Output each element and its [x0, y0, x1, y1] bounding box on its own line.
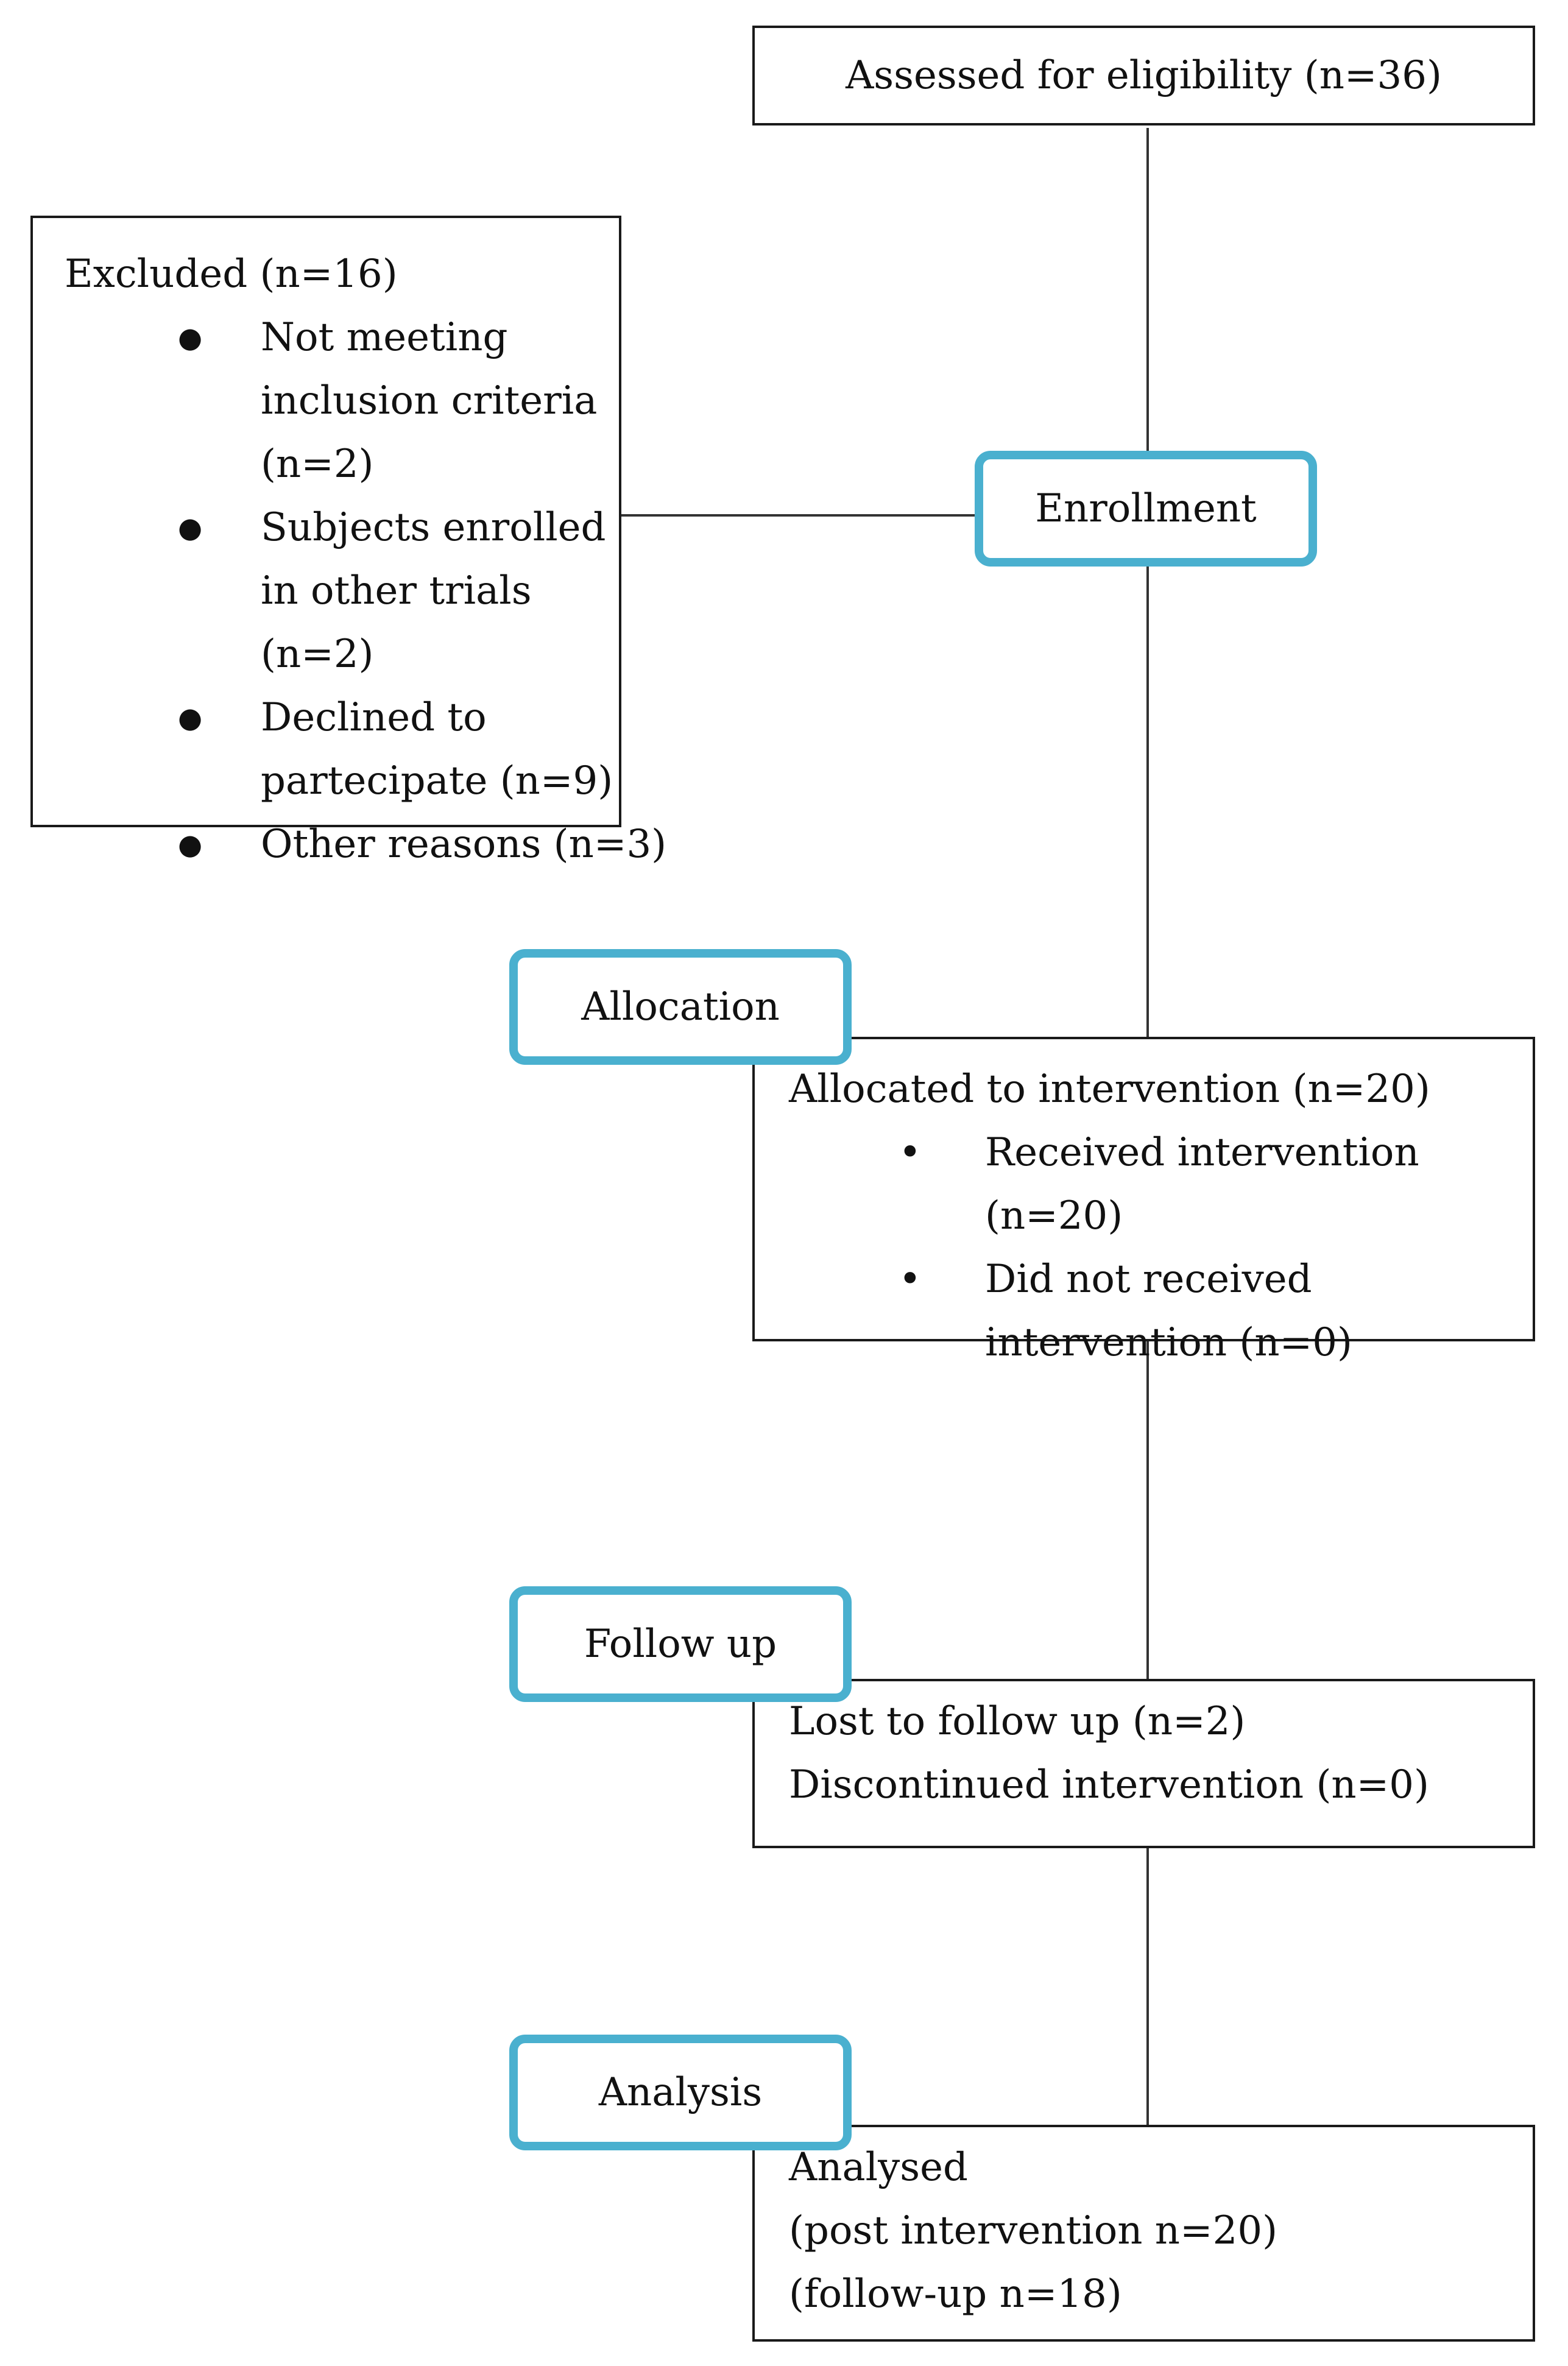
- analysed-line: (post intervention n=20): [789, 2208, 1278, 2253]
- stage-allocation-label: Allocation: [581, 984, 780, 1029]
- stage-enrollment: Enrollment: [975, 451, 1317, 567]
- excluded-reason-item: ● Not meeting inclusion criteria (n=2): [65, 306, 602, 496]
- excluded-box: Excluded (n=16) ● Not meeting inclusion …: [30, 216, 666, 867]
- allocated-title: Allocated to intervention (n=20): [789, 1067, 1430, 1112]
- excluded-reason-item: ● Subjects enrolled in other trials (n=2…: [65, 496, 626, 686]
- bullet-icon: •: [899, 1257, 922, 1302]
- discontinued-intervention: Discontinued intervention (n=0): [789, 1762, 1429, 1807]
- lost-to-follow-up: Lost to follow up (n=2): [789, 1699, 1246, 1744]
- excluded-reason-item: ● Other reasons (n=3): [65, 813, 687, 876]
- analysed-line: Analysed: [789, 2145, 968, 2190]
- stage-analysis: Analysis: [509, 2035, 852, 2150]
- bullet-icon: ●: [178, 828, 203, 861]
- allocated-item: • Did not received intervention (n=0): [789, 1248, 1533, 1374]
- connector-main-top: [1146, 128, 1149, 1037]
- stage-analysis-label: Analysis: [598, 2070, 763, 2115]
- connector-main-bottom: [1146, 1846, 1149, 2126]
- stage-enrollment-label: Enrollment: [1035, 486, 1257, 531]
- allocated-intervention-box: Allocated to intervention (n=20) • Recei…: [752, 1037, 1535, 1365]
- allocated-item: • Received intervention (n=20): [789, 1121, 1533, 1248]
- bullet-icon: ●: [178, 511, 203, 544]
- excluded-title: Excluded (n=16): [65, 252, 398, 297]
- assessed-eligibility-box: Assessed for eligibility (n=36): [752, 26, 1535, 125]
- connector-excluded: [621, 514, 987, 517]
- follow-up-box: Lost to follow up (n=2) Discontinued int…: [752, 1679, 1535, 1848]
- bullet-icon: •: [899, 1130, 922, 1175]
- excluded-reason-item: ● Declined to partecipate (n=9): [65, 686, 626, 813]
- stage-follow-up-label: Follow up: [584, 1622, 777, 1667]
- bullet-icon: ●: [178, 701, 203, 734]
- bullet-icon: ●: [178, 321, 203, 354]
- excluded-reasons-list: ● Not meeting inclusion criteria (n=2) ●…: [65, 306, 666, 876]
- assessed-text: Assessed for eligibility (n=36): [846, 53, 1442, 98]
- connector-main-middle: [1146, 1339, 1149, 1680]
- stage-follow-up: Follow up: [509, 1586, 852, 1702]
- stage-allocation: Allocation: [509, 949, 852, 1065]
- analysed-box: Analysed (post intervention n=20) (follo…: [752, 2125, 1535, 2342]
- analysed-line: (follow-up n=18): [789, 2272, 1122, 2317]
- allocated-list: • Received intervention (n=20) • Did not…: [789, 1121, 1527, 1374]
